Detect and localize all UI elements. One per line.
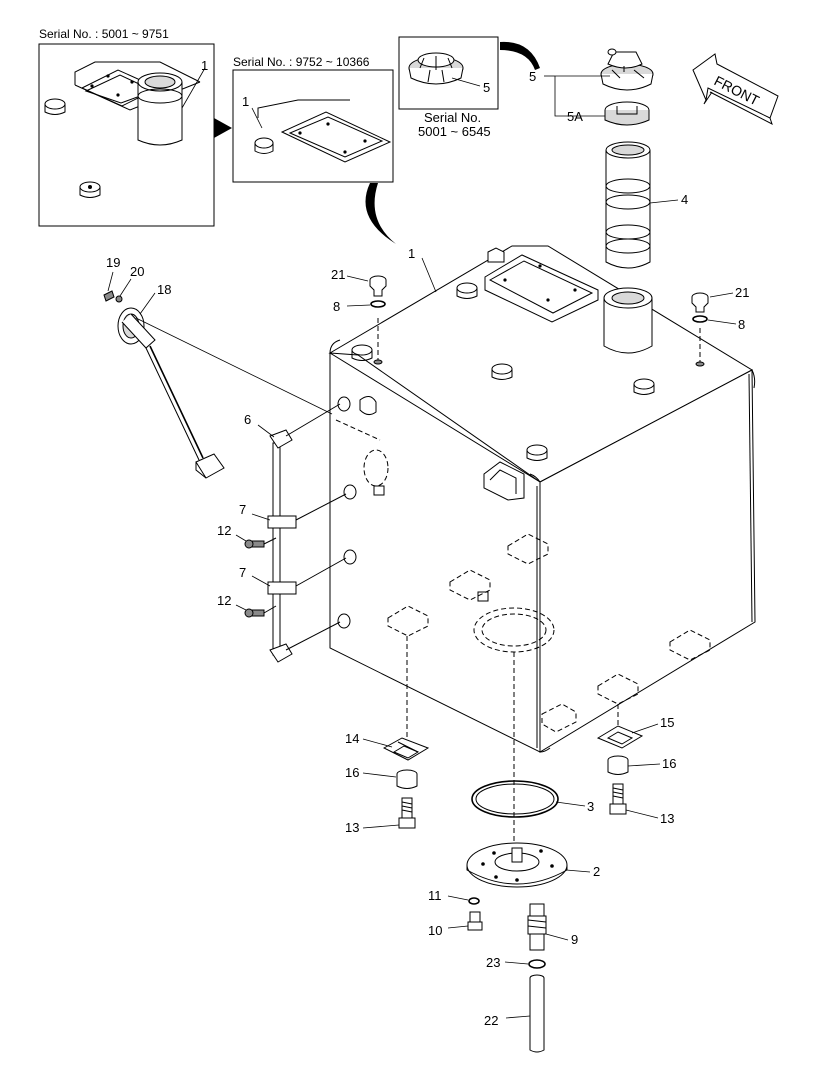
bolt: [467, 911, 483, 931]
front-direction-arrow: FRONT: [692, 53, 779, 126]
callout-21-left: 21: [331, 267, 345, 282]
callout-8-right: 8: [738, 317, 745, 332]
filler-cap-assembly: [600, 48, 654, 269]
callout-8-left: 8: [333, 299, 340, 314]
callout-10: 10: [428, 923, 442, 938]
callout-20: 20: [130, 264, 144, 279]
inset-c-serial-line1: Serial No.: [424, 110, 481, 125]
plug-and-oring-left: [369, 275, 387, 308]
arrow-inset-a-to-b: [214, 118, 232, 138]
callout-5: 5: [529, 69, 536, 84]
callout-7-lower: 7: [239, 565, 246, 580]
callout-9: 9: [571, 932, 578, 947]
callout-7-upper: 7: [239, 502, 246, 517]
callout-12-lower: 12: [217, 593, 231, 608]
callout-4: 4: [681, 192, 688, 207]
callout-22: 22: [484, 1013, 498, 1028]
inset-a-serial-label: Serial No. : 5001 ~ 9751: [39, 27, 169, 41]
callout-3: 3: [587, 799, 594, 814]
callout-14: 14: [345, 731, 359, 746]
top-bosses: [351, 282, 705, 461]
inset-b-serial-label: Serial No. : 9752 ~ 10366: [233, 55, 370, 69]
callout-1-inset-b: 1: [242, 94, 249, 109]
callout-5a: 5A: [567, 109, 583, 124]
washer: [468, 897, 480, 905]
callout-11: 11: [428, 888, 442, 903]
callout-16-left: 16: [345, 765, 359, 780]
callout-18: 18: [157, 282, 171, 297]
o-ring-small: [528, 959, 546, 969]
callout-13-left: 13: [345, 820, 359, 835]
o-ring: [471, 780, 559, 818]
callout-16-right: 16: [662, 756, 676, 771]
hydraulic-tank: [328, 245, 756, 850]
inset-serial-5001-9751: Serial No. : 5001 ~ 9751 1: [38, 27, 215, 227]
mount-right: [596, 725, 644, 815]
arrow-inset-b-to-tank: [365, 183, 396, 244]
sight-gauge-assembly: [244, 403, 347, 663]
callout-13-right: 13: [660, 811, 674, 826]
callout-1-main: 1: [408, 246, 415, 261]
plug-and-oring-right: [691, 292, 709, 323]
callout-12-upper: 12: [217, 523, 231, 538]
level-switch-assembly: [103, 290, 333, 479]
arrow-inset-c-to-cap: [500, 41, 540, 70]
cover-plate: [466, 842, 568, 888]
inset-c-serial-line2: 5001 ~ 6545: [418, 124, 491, 139]
callout-1-inset-a: 1: [201, 58, 208, 73]
inset-cap-serial-5001-6545: 5 Serial No. 5001 ~ 6545: [398, 36, 499, 139]
callout-2: 2: [593, 864, 600, 879]
callout-5-inset-c: 5: [483, 80, 490, 95]
callout-6: 6: [244, 412, 251, 427]
callout-19: 19: [106, 255, 120, 270]
callout-21-right: 21: [735, 285, 749, 300]
mount-left: [382, 737, 430, 829]
callout-15: 15: [660, 715, 674, 730]
drain-fitting: [527, 903, 547, 951]
inset-serial-9752-10366: Serial No. : 9752 ~ 10366 1: [232, 55, 394, 183]
callout-23: 23: [486, 955, 500, 970]
drain-pipe: [529, 974, 545, 1053]
